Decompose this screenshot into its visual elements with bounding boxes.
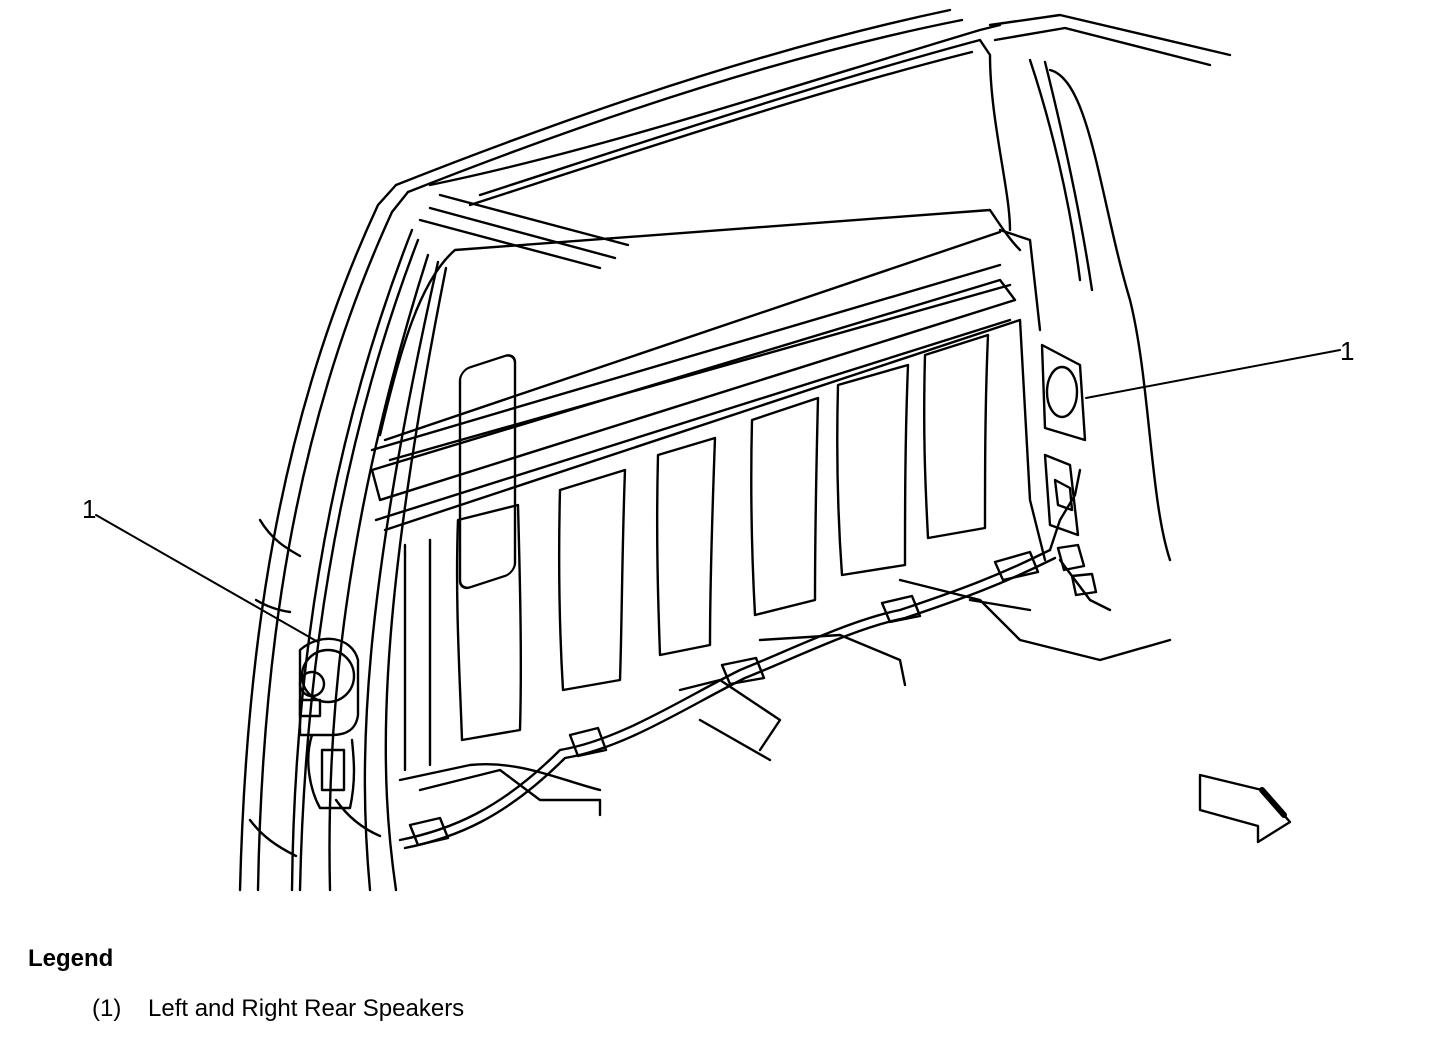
roof-and-rear-window: [370, 8, 1232, 562]
legend-title: Legend: [28, 945, 114, 972]
callout-leaders: [95, 349, 1341, 643]
wiring-harness: [398, 468, 1112, 850]
right-speaker: [1040, 343, 1087, 537]
legend-item-number: (1): [92, 995, 122, 1022]
forward-arrow-icon: [1198, 773, 1292, 844]
legend: Legend (1) Left and Right Rear Speakers: [28, 945, 464, 1023]
harness-clips: [408, 543, 1098, 847]
back-wall-panel: [383, 318, 1047, 772]
callout-left-speaker: 1: [82, 494, 97, 524]
legend-item: (1) Left and Right Rear Speakers: [92, 995, 464, 1023]
rear-header-trim: [370, 228, 1042, 522]
legend-list: (1) Left and Right Rear Speakers: [92, 995, 464, 1023]
floor: [398, 578, 1172, 817]
left-speaker: [298, 637, 382, 838]
legend-item-text: Left and Right Rear Speakers: [148, 995, 465, 1022]
truck-cab-rear-speaker-illustration: [95, 8, 1341, 892]
left-pillar: [238, 183, 448, 892]
callout-right-speaker: 1: [1340, 336, 1355, 366]
